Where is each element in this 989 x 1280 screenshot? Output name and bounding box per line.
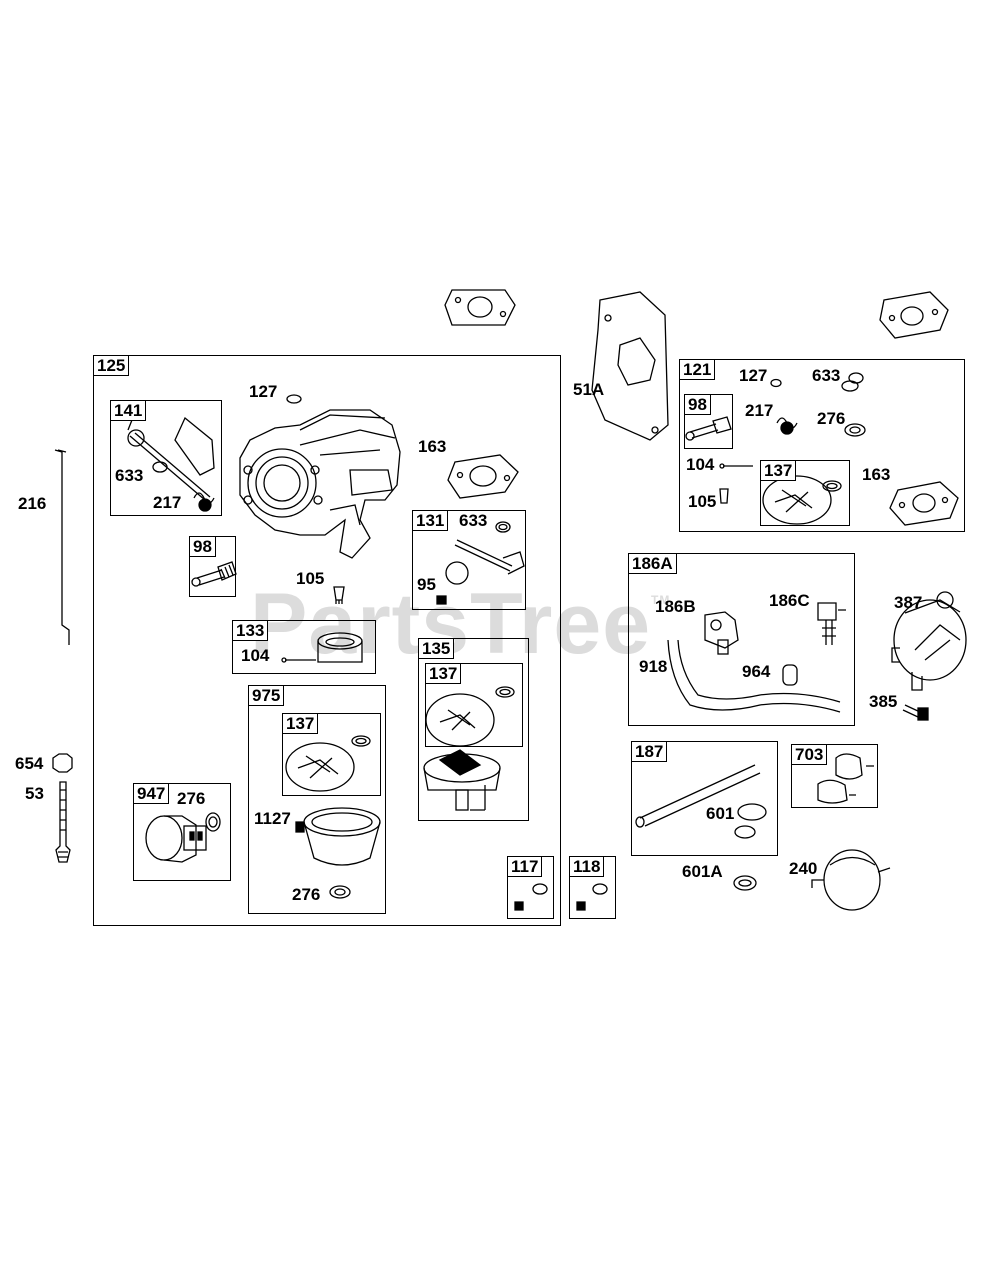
group-tag-137-a: 137 <box>425 663 462 684</box>
group-tag-187: 187 <box>631 741 668 762</box>
clamp-703 <box>835 753 863 780</box>
throttle-shaft <box>454 539 513 572</box>
carburetor-body <box>239 409 401 559</box>
group-tag-975: 975 <box>248 685 285 706</box>
fuel-filter-240 <box>811 849 891 911</box>
part-label-217b: 217 <box>745 401 774 420</box>
group-137-box-a <box>425 663 523 747</box>
group-135-box <box>418 638 529 821</box>
group-187-box <box>631 741 778 856</box>
part-label-240: 240 <box>789 859 818 878</box>
part-label-127b: 127 <box>739 366 768 385</box>
gasket-51A <box>591 291 669 441</box>
group-tag-98: 98 <box>189 536 216 557</box>
group-121-box <box>679 359 965 532</box>
group-137-box-b <box>282 713 381 796</box>
part-label-385: 385 <box>869 692 898 711</box>
fuel-line-918 <box>667 639 841 713</box>
screw-95 <box>436 595 447 605</box>
part-label-964: 964 <box>742 662 771 681</box>
seal-633 <box>152 461 168 473</box>
group-tag-703: 703 <box>791 744 828 765</box>
part-label-186C: 186C <box>769 591 810 610</box>
stud-53 <box>55 781 71 863</box>
group-tag-137c: 137 <box>760 460 797 481</box>
part-label-601: 601 <box>706 804 735 823</box>
group-tag-137-b: 137 <box>282 713 319 734</box>
gasket-163 <box>447 454 519 499</box>
group-tag-118: 118 <box>569 856 605 877</box>
part-label-918: 918 <box>639 657 668 676</box>
group-131-box <box>412 510 526 610</box>
part-label-654: 654 <box>15 754 44 773</box>
throttle-plate <box>445 561 469 585</box>
part-label-217: 217 <box>153 493 182 512</box>
group-133-box <box>232 620 376 674</box>
group-tag-135: 135 <box>418 638 455 659</box>
group-947-box <box>133 783 231 881</box>
part-label-633: 633 <box>115 466 144 485</box>
fuel-solenoid-947 <box>145 815 207 863</box>
group-tag-141: 141 <box>110 400 147 421</box>
float-bowl-assy <box>423 749 501 811</box>
group-tag-125: 125 <box>93 355 130 376</box>
group-186A-box <box>628 553 855 726</box>
diaphragm-137b <box>285 742 355 792</box>
part-label-601A: 601A <box>682 862 723 881</box>
group-975-box <box>248 685 386 914</box>
group-141-box <box>110 400 222 516</box>
spring-217 <box>193 492 215 504</box>
part-label-387: 387 <box>894 593 923 612</box>
diaphragm-137c <box>762 475 832 525</box>
part-label-51A: 51A <box>573 380 605 399</box>
part-label-163: 163 <box>418 437 447 456</box>
part-label-186B: 186B <box>655 597 696 616</box>
group-tag-121: 121 <box>679 359 716 380</box>
clamp-601 <box>734 803 767 839</box>
group-tag-947: 947 <box>133 783 170 804</box>
fuel-hose-187 <box>639 764 761 827</box>
group-tag-117: 117 <box>507 856 543 877</box>
trademark-mark: TM <box>651 593 671 607</box>
part-label-1127: 1127 <box>254 809 291 828</box>
part-label-276: 276 <box>177 789 206 808</box>
part-label-633c: 633 <box>812 366 841 385</box>
clamp-601A <box>733 875 757 891</box>
group-137c-box <box>760 460 850 526</box>
gasket-163-top <box>444 289 516 326</box>
part-label-105: 105 <box>296 569 325 588</box>
governor-rod-216 <box>54 449 70 645</box>
part-label-276b: 276 <box>292 885 321 904</box>
plug-127 <box>286 394 302 404</box>
group-tag-131: 131 <box>412 510 449 531</box>
part-label-163b: 163 <box>862 465 891 484</box>
fuel-fitting-186B <box>704 611 739 655</box>
group-125-box <box>93 355 561 926</box>
part-label-105b: 105 <box>688 492 717 511</box>
choke-plate <box>174 416 215 476</box>
group-703-box <box>791 744 878 808</box>
nut-654 <box>52 753 73 773</box>
group-tag-133: 133 <box>232 620 269 641</box>
group-tag-186A: 186A <box>628 553 677 574</box>
part-label-127: 127 <box>249 382 278 401</box>
sleeve-964 <box>782 664 798 686</box>
part-label-104b: 104 <box>686 455 715 474</box>
elbow-186C <box>817 602 846 645</box>
part-label-633b: 633 <box>459 511 488 530</box>
part-label-53: 53 <box>25 784 44 803</box>
part-label-276c: 276 <box>817 409 846 428</box>
part-label-216: 216 <box>18 494 47 513</box>
part-label-104: 104 <box>241 646 270 665</box>
float-133 <box>317 632 363 663</box>
fuel-pump-387 <box>891 591 967 691</box>
part-label-95: 95 <box>417 575 436 594</box>
group-tag-98b: 98 <box>684 394 711 415</box>
